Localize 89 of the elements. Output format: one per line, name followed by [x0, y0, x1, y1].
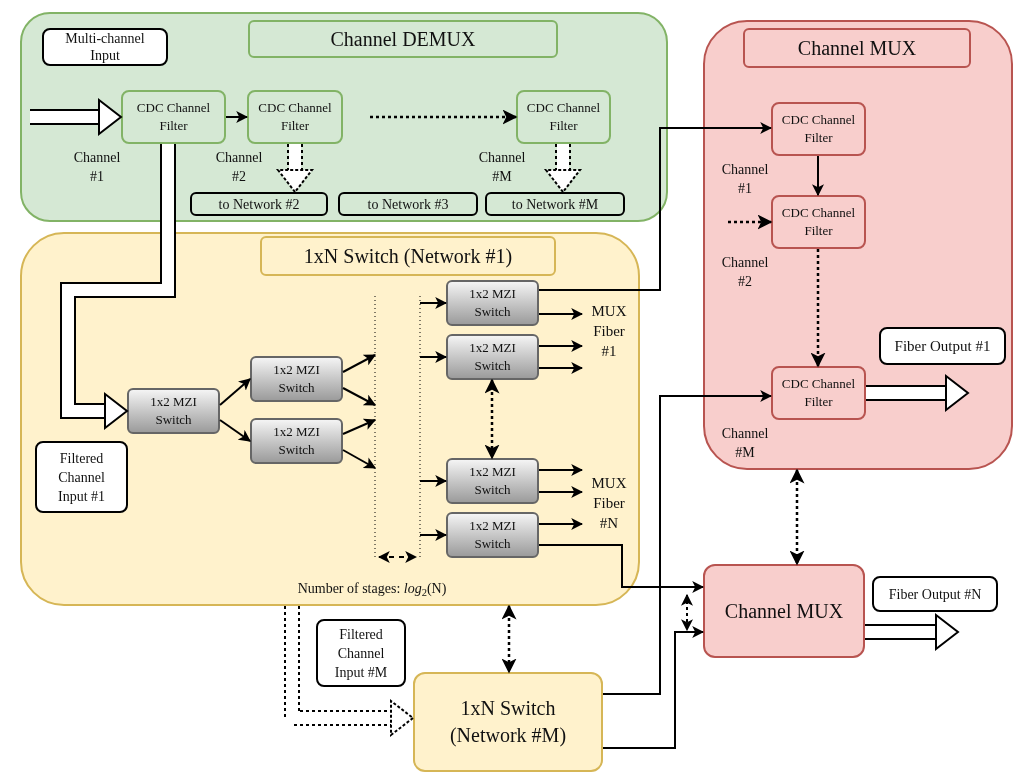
- channel-label: Channel #1: [720, 161, 770, 198]
- channel-label: Channel #1: [72, 149, 122, 186]
- node-label: 1x2 MZI Switch: [468, 463, 517, 499]
- node-label: 1x2 MZI Switch: [468, 285, 517, 321]
- switch-box: [250, 356, 343, 402]
- switch-box: [446, 334, 539, 380]
- node-label: MUX Fiber #N: [590, 474, 628, 533]
- node-label: Multi-channel Input: [64, 30, 146, 64]
- arrow: [538, 122, 773, 291]
- hollow-arrow: [543, 144, 583, 194]
- node-label: CDC Channel Filter: [525, 99, 602, 135]
- output-label-box: [190, 192, 328, 216]
- arrow: [419, 529, 448, 541]
- input-label-box: [35, 441, 128, 513]
- switch-panel: [20, 232, 640, 606]
- stage-count-note: Number of stages: log$_{2}$(N): [296, 580, 448, 598]
- dotted-arrow: [728, 214, 773, 230]
- channel-label: Channel #2: [720, 254, 770, 291]
- node-label: 1x2 MZI Switch: [272, 361, 321, 397]
- mux-box: [703, 564, 865, 658]
- arrow: [225, 111, 249, 123]
- switch-box: [446, 280, 539, 326]
- node-label: to Network #M: [510, 195, 600, 214]
- arrow: [538, 340, 584, 352]
- node-label: 1xN Switch (Network #M): [448, 696, 568, 749]
- node-label: MUX Fiber #1: [590, 302, 628, 361]
- arrow: [538, 486, 584, 498]
- arrow: [812, 155, 824, 197]
- switch-box: [413, 672, 603, 772]
- node-label: Channel MUX: [723, 599, 845, 624]
- panel-heading: 1xN Switch (Network #1): [260, 236, 556, 276]
- arrow: [342, 387, 377, 406]
- dotted-arrow: [810, 249, 826, 368]
- panel-heading: Channel DEMUX: [248, 20, 558, 58]
- arrow: [342, 449, 377, 469]
- arrow: [538, 362, 584, 374]
- arrow: [602, 626, 705, 749]
- switch-box: [446, 512, 539, 558]
- arrow: [419, 475, 448, 487]
- arrow: [538, 308, 584, 320]
- node-label: to Network #2: [217, 195, 301, 214]
- arrow: [219, 419, 251, 442]
- input-label-box: [316, 619, 406, 687]
- arrow: [419, 297, 448, 309]
- node-label: Fiber Output #N: [887, 585, 983, 604]
- double-arrow: [789, 468, 805, 566]
- node-label: 1x2 MZI Switch: [272, 423, 321, 459]
- node-label: to Network #3: [366, 195, 450, 214]
- hollow-arrow: [275, 144, 315, 194]
- hollow-arrow: [60, 144, 176, 431]
- node-label: 1x2 MZI Switch: [468, 339, 517, 375]
- arrow: [342, 418, 377, 435]
- node-label: CDC Channel Filter: [257, 99, 333, 135]
- hollow-arrow: [30, 97, 123, 137]
- node-label: CDC Channel Filter: [780, 204, 857, 240]
- mux-panel: [703, 20, 1013, 470]
- output-label-box: [879, 327, 1006, 365]
- node-label: CDC Channel Filter: [780, 111, 857, 147]
- node-label: 1x2 MZI Switch: [149, 393, 198, 429]
- switch-box: [127, 388, 220, 434]
- node-label: CDC Channel Filter: [780, 375, 857, 411]
- node-label: 1x2 MZI Switch: [468, 517, 517, 553]
- hollow-arrow: [866, 373, 970, 413]
- hollow-arrow: [865, 612, 960, 652]
- output-label-box: [338, 192, 478, 216]
- switch-box: [446, 458, 539, 504]
- arrow: [342, 354, 377, 373]
- node-label: Fiber Output #1: [893, 336, 992, 356]
- channel-label: Channel #M: [477, 149, 527, 186]
- arrow: [419, 351, 448, 363]
- switch-box: [250, 418, 343, 464]
- node-label: Filtered Channel Input #M: [333, 625, 389, 682]
- input-label-box: [42, 28, 168, 66]
- channel-label: Channel #2: [214, 149, 264, 186]
- hollow-arrow: [284, 606, 415, 738]
- arrow: [219, 378, 251, 406]
- output-label-box: [485, 192, 625, 216]
- arrow: [602, 390, 773, 695]
- arrow: [538, 518, 584, 530]
- panel-heading: Channel MUX: [743, 28, 971, 68]
- node-label: CDC Channel Filter: [135, 99, 212, 135]
- demux-panel: [20, 12, 668, 222]
- node-label: Filtered Channel Input #1: [56, 449, 107, 506]
- double-arrow: [501, 604, 517, 674]
- arrow: [538, 464, 584, 476]
- arrow: [538, 544, 705, 593]
- channel-label: Channel #M: [720, 425, 770, 462]
- double-arrow: [484, 378, 500, 460]
- dotted-arrow: [370, 109, 518, 125]
